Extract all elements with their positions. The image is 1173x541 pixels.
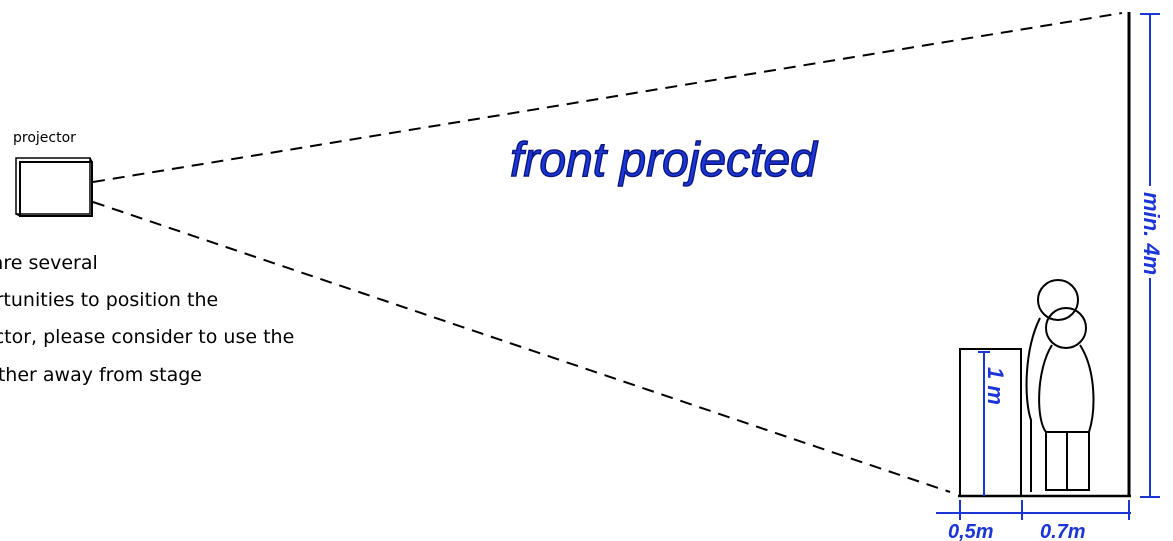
lectern-height-label-bg xyxy=(985,364,1007,426)
lectern-depth-label: 0,5m xyxy=(948,521,994,541)
note-line-1: e are several xyxy=(0,252,98,274)
person-space-label: 0.7m xyxy=(1040,521,1086,541)
dimension-stage-depth: 0,5m 0.7m xyxy=(936,500,1131,541)
projector-edge xyxy=(15,213,21,217)
note-line-2: ortunities to position the xyxy=(0,289,218,311)
person-front-head xyxy=(1045,307,1087,349)
speaker-figure xyxy=(1025,279,1095,492)
projector: projector xyxy=(13,130,93,217)
screen-height-label-bg xyxy=(1140,186,1162,278)
positioning-note: e are several ortunities to position the… xyxy=(0,252,294,386)
projector-body xyxy=(19,161,93,217)
projection-ray-bottom xyxy=(92,201,951,493)
projection-ray-top xyxy=(92,12,1123,183)
projector-edge-top xyxy=(89,157,93,163)
projector-back-face xyxy=(15,157,91,215)
note-line-3: ector, please consider to use the xyxy=(0,326,294,348)
dimension-lectern-height: 1 m xyxy=(978,351,1008,496)
note-line-4: urther away from stage xyxy=(0,364,202,386)
dimension-screen-height: min. 4m xyxy=(1139,13,1164,498)
lectern-height-label: 1 m xyxy=(983,367,1008,405)
person-back-body xyxy=(1025,317,1041,492)
diagram-title: front projected xyxy=(510,134,818,187)
person-back-head xyxy=(1037,279,1079,321)
screen-height-label: min. 4m xyxy=(1139,192,1164,275)
projector-label: projector xyxy=(13,130,76,146)
lectern xyxy=(959,348,1022,497)
